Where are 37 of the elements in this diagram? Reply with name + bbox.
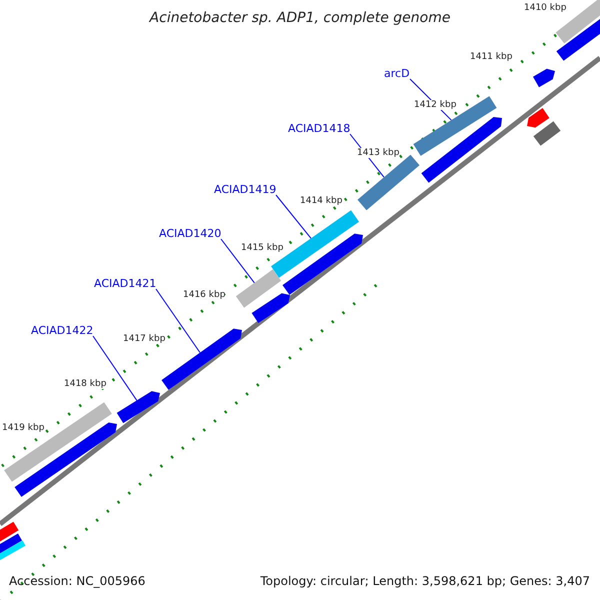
gene-feature	[556, 17, 600, 61]
gene-feature	[282, 234, 363, 295]
tick-label: 1411 kbp	[470, 52, 512, 62]
gene-feature	[116, 391, 160, 424]
tick-label: 1410 kbp	[524, 3, 566, 13]
gene-label: arcD	[384, 67, 410, 80]
gene-feature	[533, 68, 555, 88]
tick-label: 1417 kbp	[123, 334, 166, 344]
leader-line	[92, 336, 138, 401]
gene-label: ACIAD1421	[94, 277, 156, 290]
gene-label: ACIAD1420	[159, 227, 222, 240]
gene-feature	[252, 293, 290, 323]
tick-label: 1413 kbp	[357, 148, 400, 158]
gene-feature	[421, 117, 502, 183]
gene-label: ACIAD1419	[214, 183, 276, 196]
gene-feature	[527, 108, 550, 128]
leader-line	[276, 194, 312, 239]
gene-feature	[0, 522, 19, 542]
tick-label: 1419 kbp	[2, 423, 44, 433]
tick-label: 1418 kbp	[64, 379, 106, 389]
gene-feature	[0, 540, 26, 562]
gene-feature	[0, 534, 22, 554]
gene-feature	[533, 121, 561, 146]
gene-label: ACIAD1418	[288, 122, 350, 135]
tick-label: 1414 kbp	[300, 196, 342, 206]
tick-label: 1412 kbp	[414, 100, 456, 110]
tick-label: 1415 kbp	[241, 243, 284, 253]
accession-text: Accession: NC_005966	[9, 574, 146, 588]
genome-info-text: Topology: circular; Length: 3,598,621 bp; Genes: 3,407	[260, 574, 590, 588]
tick-label: 1416 kbp	[183, 290, 226, 300]
diagram-title: Acinetobacter sp. ADP1, complete genome	[150, 10, 450, 26]
gene-feature	[236, 269, 282, 308]
gene-label: ACIAD1422	[31, 324, 94, 337]
leader-line	[156, 288, 201, 354]
leader-line	[220, 238, 255, 284]
gene-feature	[4, 402, 112, 482]
gene-feature	[413, 96, 497, 156]
